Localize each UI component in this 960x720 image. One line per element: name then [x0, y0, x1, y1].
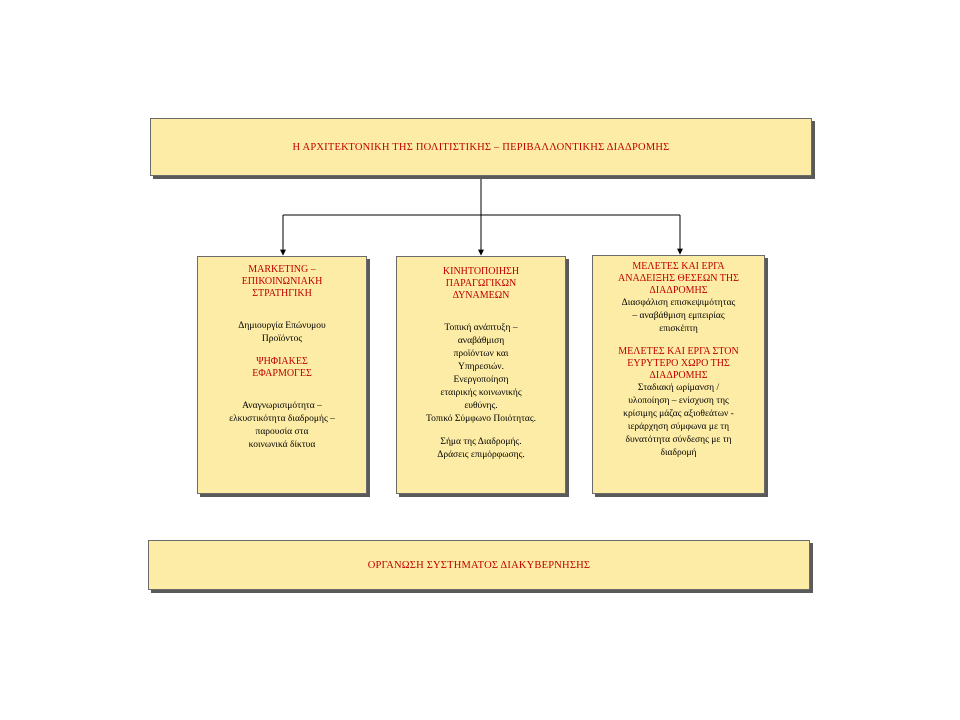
studies-heading: ΜΕΛΕΤΕΣ ΚΑΙ ΕΡΓΑ ΑΝΑΔΕΙΞΗΣ ΘΕΣΕΩΝ ΤΗΣ ΔΙ… — [618, 261, 739, 296]
digital-apps-text: Αναγνωρισιμότητα – ελκυστικότητα διαδρομ… — [229, 401, 335, 450]
title-text: Η ΑΡΧΙΤΕΚΤΟΝΙΚΗ ΤΗΣ ΠΟΛΙΤΙΣΤΙΚΗΣ – ΠΕΡΙΒ… — [292, 141, 670, 153]
governance-text: ΟΡΓΑΝΩΣΗ ΣΥΣΤΗΜΑΤΟΣ ΔΙΑΚΥΒΕΡΝΗΣΗΣ — [367, 559, 591, 571]
digital-apps-heading: ΨΗΦΙΑΚΕΣ ΕΦΑΡΜΟΓΕΣ — [252, 356, 312, 379]
studies-text: Διασφάλιση επισκεψιμότητας – αναβάθμιση … — [621, 298, 736, 334]
wider-area-heading: ΜΕΛΕΤΕΣ ΚΑΙ ΕΡΓΑ ΣΤΟΝ ΕΥΡΥΤΕΡΟ ΧΩΡΟ ΤΗΣ … — [618, 346, 739, 381]
governance-box: ΟΡΓΑΝΩΣΗ ΣΥΣΤΗΜΑΤΟΣ ΔΙΑΚΥΒΕΡΝΗΣΗΣ — [148, 540, 810, 590]
mobilization-heading: ΚΙΝΗΤΟΠΟΙΗΣΗ ΠΑΡΑΓΩΓΙΚΩΝ ΔΥΝΑΜΕΩΝ — [442, 266, 520, 301]
mobilization-box: ΚΙΝΗΤΟΠΟΙΗΣΗ ΠΑΡΑΓΩΓΙΚΩΝ ΔΥΝΑΜΕΩΝ Τοπική… — [396, 256, 566, 494]
mobilization-text-2: Σήμα της Διαδρομής. Δράσεις επιμόρφωσης. — [437, 437, 525, 460]
marketing-box: MARKETING – ΕΠΙΚΟΙΝΩΝΙΑΚΗ ΣΤΡΑΤΗΓΙΚΗ Δημ… — [197, 256, 367, 494]
mobilization-text: Τοπική ανάπτυξη – αναβάθμιση προϊόντων κ… — [425, 323, 537, 424]
marketing-text: Δημιουργία Επώνυμου Προϊόντος — [238, 321, 326, 344]
studies-box: ΜΕΛΕΤΕΣ ΚΑΙ ΕΡΓΑ ΑΝΑΔΕΙΞΗΣ ΘΕΣΕΩΝ ΤΗΣ ΔΙ… — [592, 255, 765, 494]
wider-area-text: Σταδιακή ωρίμανση / υλοποίηση – ενίσχυση… — [623, 383, 734, 458]
title-box: Η ΑΡΧΙΤΕΚΤΟΝΙΚΗ ΤΗΣ ΠΟΛΙΤΙΣΤΙΚΗΣ – ΠΕΡΙΒ… — [150, 118, 812, 176]
marketing-heading: MARKETING – ΕΠΙΚΟΙΝΩΝΙΑΚΗ ΣΤΡΑΤΗΓΙΚΗ — [241, 264, 323, 299]
